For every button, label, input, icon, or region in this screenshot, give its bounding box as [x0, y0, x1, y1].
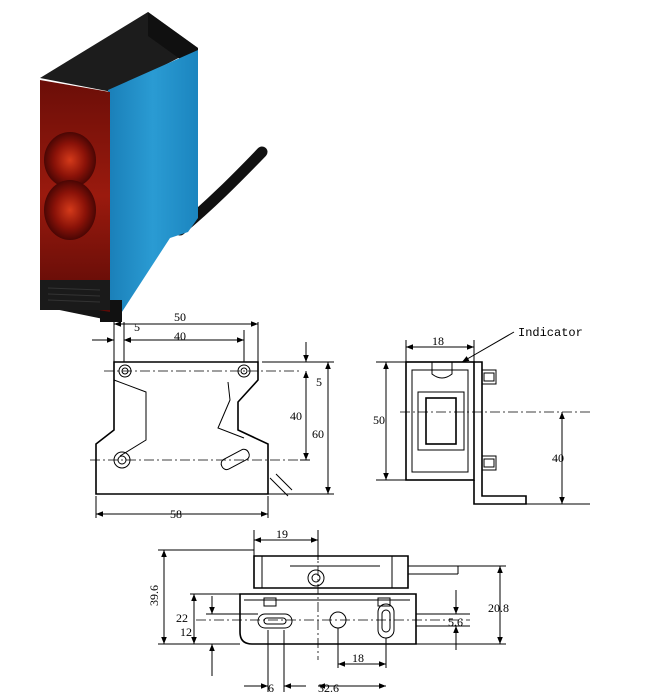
front-base-width: 58 — [170, 507, 182, 521]
front-width-total: 50 — [174, 310, 186, 324]
side-view: Indicator 18 50 40 — [373, 326, 590, 505]
front-hole-offset: 5 — [134, 320, 140, 334]
bottom-width: 32.6 — [318, 681, 339, 695]
side-height: 50 — [373, 413, 385, 427]
side-lower-height: 40 — [552, 451, 564, 465]
front-hole-spacing: 40 — [174, 329, 186, 343]
front-height-total: 60 — [312, 427, 324, 441]
sensor-body — [108, 50, 198, 318]
bottom-left-spacing: 6 — [268, 681, 274, 695]
side-width: 18 — [432, 334, 444, 348]
bottom-slot-width: 18 — [352, 651, 364, 665]
sensor-photo — [40, 12, 268, 322]
bottom-total-height: 39.6 — [147, 585, 161, 606]
emitter-lens — [44, 132, 96, 188]
bottom-view: 19 39.6 22 12 — [147, 527, 509, 695]
bottom-right-height: 20.8 — [488, 601, 509, 615]
bottom-top-offset: 19 — [276, 527, 288, 541]
front-view: 50 40 5 58 5 40 60 — [90, 310, 334, 521]
receiver-lens — [44, 180, 96, 240]
bottom-slot-gap: 5.6 — [448, 615, 463, 629]
front-hole-vertical-spacing: 40 — [290, 409, 302, 423]
indicator-label: Indicator — [518, 326, 583, 340]
bottom-bracket-height: 22 — [176, 611, 188, 625]
bottom-slot-height: 12 — [180, 625, 192, 639]
front-top-offset: 5 — [316, 375, 322, 389]
